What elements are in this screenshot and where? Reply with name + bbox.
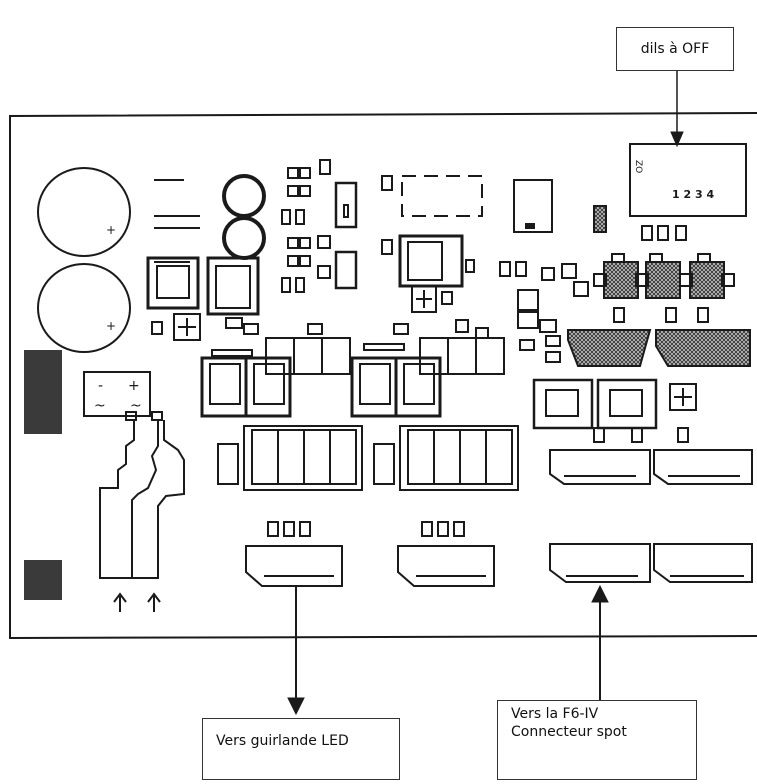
connector-right-top-1 — [549, 449, 651, 485]
capacitor-c1-polarity: + — [106, 223, 116, 237]
capacitor-c2-polarity: + — [106, 319, 116, 333]
bridge-rectifier — [83, 371, 151, 417]
dip-switch-callout-text: dils à OFF — [640, 41, 710, 57]
resistor-bank-left — [243, 425, 363, 491]
bridge-ac-left-label: ~ — [94, 398, 106, 414]
pcb-board-outline — [9, 112, 757, 640]
f6-connector-callout: Vers la F6-IV Connecteur spot — [497, 700, 697, 780]
regulator-left — [146, 256, 260, 316]
capacitor-c1 — [37, 167, 131, 257]
dip-orientation-label: ZO — [633, 160, 643, 173]
bridge-plus-label: + — [128, 378, 140, 394]
regulator-pair-middle — [350, 356, 442, 418]
smd-pads-top — [281, 159, 331, 293]
connector-led-garland — [245, 545, 343, 587]
f6-callout-line1: Vers la F6-IV — [511, 706, 599, 722]
capacitor-c2 — [37, 263, 131, 353]
dip-switch-callout: dils à OFF — [616, 27, 734, 71]
transistor-cluster — [517, 263, 589, 363]
connector-f6-spot — [549, 543, 651, 583]
relay-outline — [401, 175, 483, 217]
f6-callout-line2: Connecteur spot — [511, 724, 627, 740]
dip-switch — [629, 143, 747, 241]
connector-right-top-2 — [653, 449, 753, 485]
bridge-minus-label: - — [98, 378, 103, 394]
led-garland-callout: Vers guirlande LED — [202, 718, 400, 780]
regulator-center — [398, 234, 464, 313]
connector-right-bottom — [653, 543, 753, 583]
input-terminal-block — [99, 411, 185, 579]
led-garland-callout-text: Vers guirlande LED — [216, 733, 349, 749]
bridge-ac-right-label: ~ — [130, 398, 142, 414]
left-edge-block-top — [24, 350, 62, 434]
left-edge-block-bottom — [24, 560, 62, 600]
ic-chip — [513, 179, 553, 233]
hatched-mosfets — [567, 205, 751, 367]
regulator-pair-left — [200, 356, 292, 418]
resistor-bank-middle — [399, 425, 519, 491]
inductor-group — [154, 174, 266, 263]
connector-middle-bottom — [397, 545, 495, 587]
dip-switch-numbers: 1 2 3 4 — [672, 188, 714, 201]
